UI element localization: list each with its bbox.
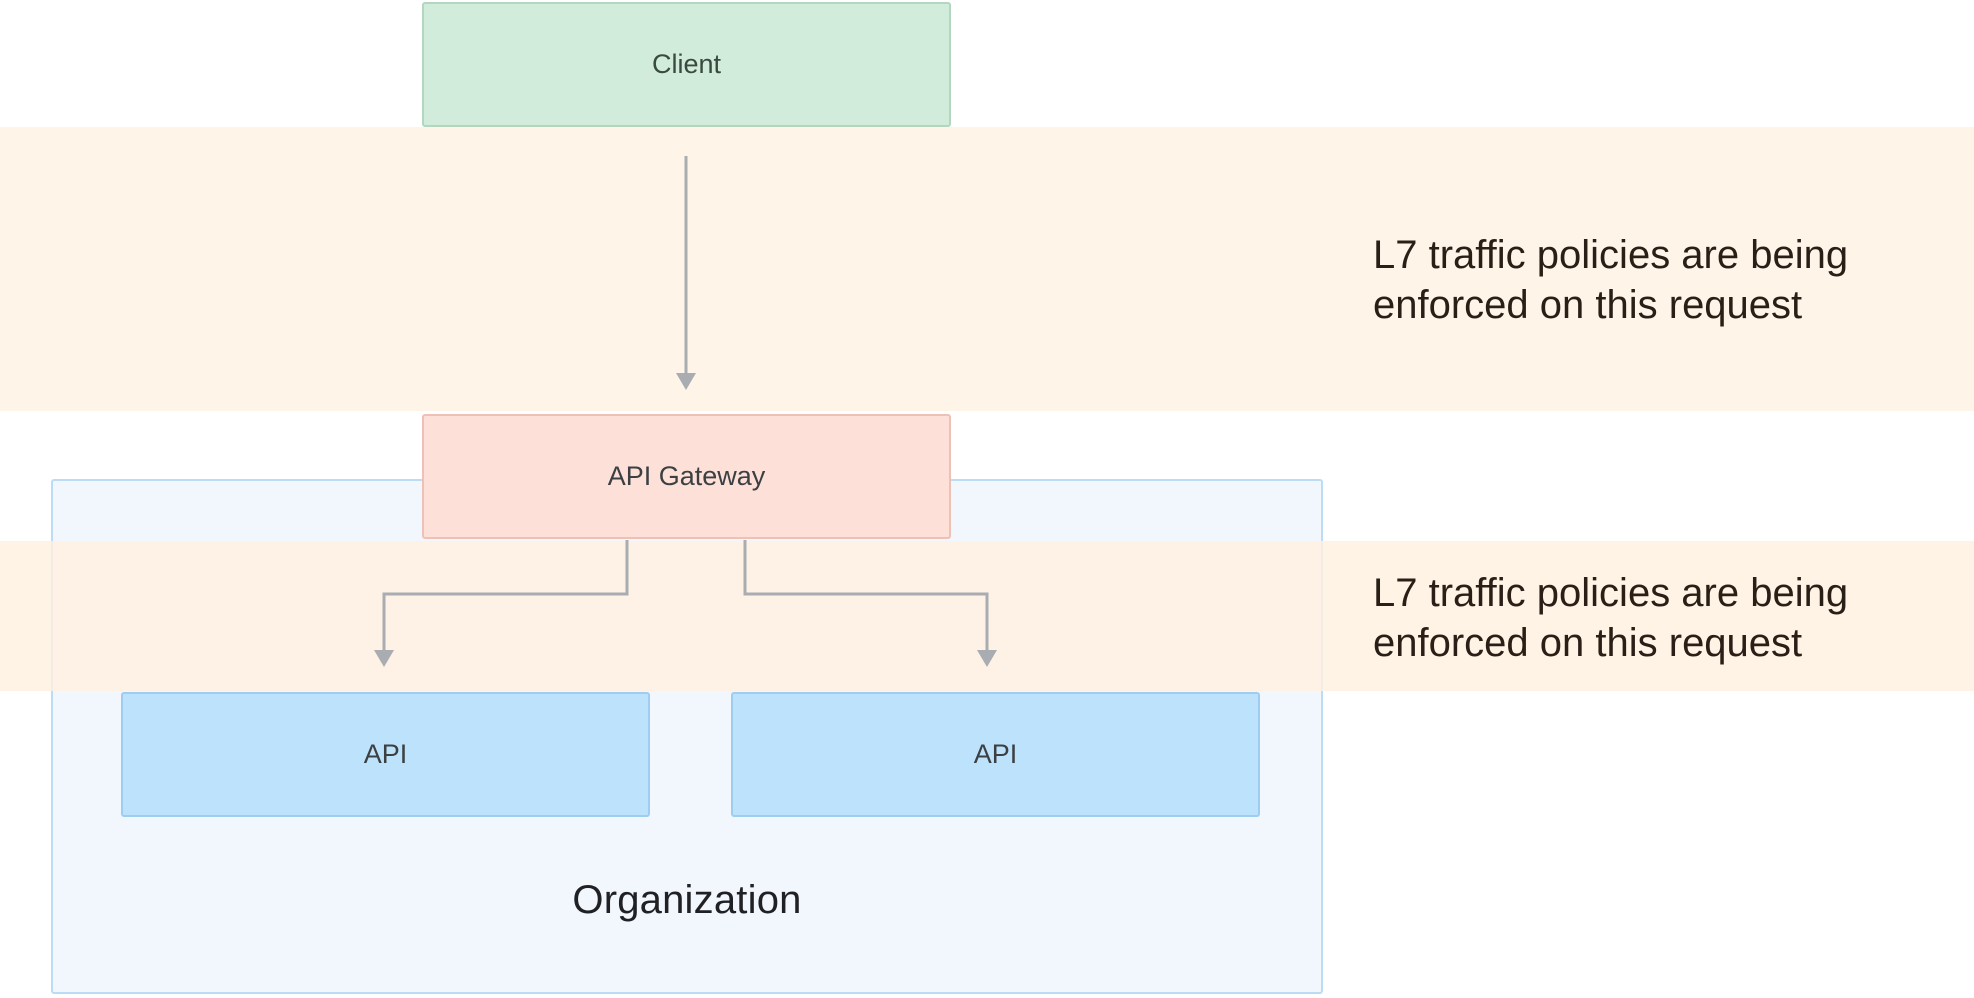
arrowhead-api-left	[374, 650, 394, 667]
organization-label: Organization	[572, 878, 802, 922]
client-node: Client	[422, 2, 951, 127]
arrow-gateway-to-api-right	[743, 540, 989, 652]
client-label: Client	[651, 49, 722, 79]
api-right-label: API	[973, 739, 1018, 769]
policy-annotation-bottom: L7 traffic policies are being enforced o…	[1373, 571, 1849, 665]
api-node-left: API	[121, 692, 650, 817]
arrowhead-api-right	[977, 650, 997, 667]
api-gateway-label: API Gateway	[607, 461, 766, 491]
api-node-right: API	[731, 692, 1260, 817]
arrow-gateway-to-api-left	[382, 540, 629, 652]
arrowhead-gateway	[676, 373, 696, 390]
policy-annotation-top: L7 traffic policies are being enforced o…	[1373, 233, 1849, 327]
policy-band-client-to-gateway	[0, 127, 1974, 411]
api-gateway-node: API Gateway	[422, 414, 951, 539]
api-left-label: API	[363, 739, 408, 769]
